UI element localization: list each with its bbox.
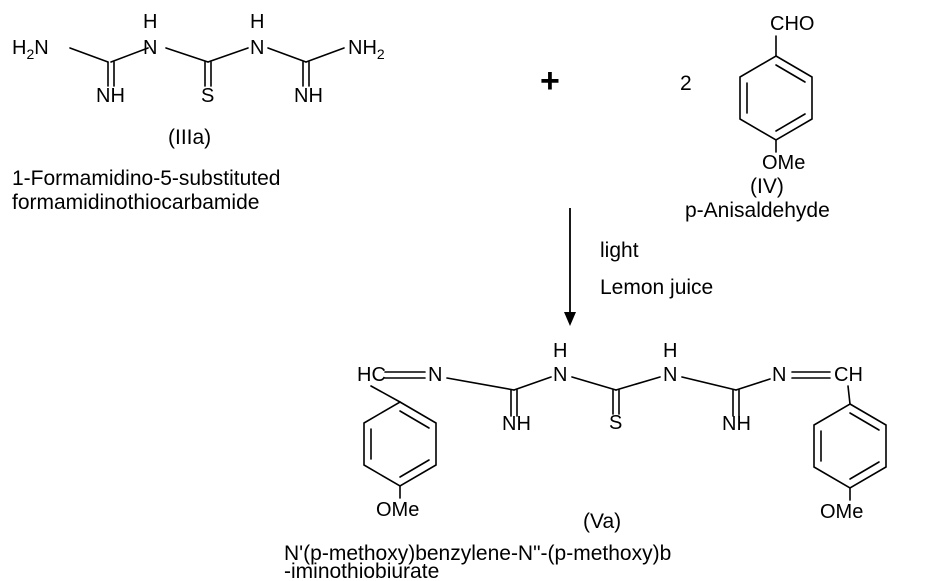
atom-h-n1: H (553, 340, 567, 362)
bond-c2-nh2 (305, 47, 345, 63)
benzene-ring-iv (739, 55, 813, 141)
atom-s: S (201, 85, 214, 107)
atom-n2: N (250, 37, 264, 59)
atom-cho: CHO (770, 13, 814, 35)
atom-nh-right: NH (722, 413, 751, 435)
atom-nh-left: NH (96, 85, 125, 107)
atom-nh-right: NH (294, 85, 323, 107)
atom-h-n2: H (663, 340, 677, 362)
atom-ch-right: CH (834, 364, 863, 386)
nh2-subscript: 2 (377, 46, 385, 62)
ring-iv-inner-bond-3 (775, 113, 806, 132)
atom-n1: N (553, 364, 567, 386)
product-va-id: (Va) (583, 510, 621, 533)
condition-light: light (600, 239, 639, 262)
reactant-iv-id: (IV) (750, 175, 784, 198)
bond-c1-n1 (513, 376, 552, 391)
atom-s: S (609, 412, 622, 434)
h2n-h: H (12, 37, 26, 59)
atom-h2n-left: H2N (12, 37, 49, 62)
reactant-iv-name: p-Anisaldehyde (685, 199, 830, 222)
atom-ome-iv: OMe (762, 152, 805, 174)
h2n-n: N (34, 37, 48, 59)
atom-nh-left: NH (502, 413, 531, 435)
ring-right-inner-bond-3 (849, 461, 880, 480)
bond-n1-cs (165, 47, 209, 63)
bond-c1-n1 (110, 47, 149, 63)
ring-left-inner-bond-3 (399, 459, 430, 478)
atom-h-n1: H (143, 11, 157, 33)
reactant-iiia-structure: H2N NH H N S H N NH NH2 (12, 11, 385, 107)
reactant-iv-structure: CHO OMe (739, 13, 814, 174)
bond-n2-c2 (681, 376, 737, 391)
product-va-name-line1: N'(p-methoxy)benzylene-N"-(p-methoxy)b (284, 542, 671, 565)
ring-iv-inner-bond-1 (775, 64, 806, 83)
atom-n-imine-right: N (772, 364, 786, 386)
reactant-iiia-id: (IIIa) (168, 126, 211, 149)
nh2-nh: NH (348, 37, 377, 59)
product-va-name-line2: -iminothiobiurate (284, 560, 439, 581)
bond-cs-n2 (615, 376, 661, 391)
arrow-head (564, 312, 576, 326)
h2n-subscript: 2 (26, 46, 34, 62)
bond-h2n-c1 (69, 47, 109, 63)
ring-left-inner-bond-1 (399, 410, 430, 429)
bond-n2-c2 (267, 47, 307, 63)
bond-c2-n-imine (735, 378, 771, 391)
atom-n1: N (143, 37, 157, 59)
plus-sign: + (540, 62, 560, 100)
atom-n2: N (663, 364, 677, 386)
bond-n-c1 (446, 377, 515, 391)
reactant-iv-coefficient: 2 (680, 72, 692, 95)
atom-n-imine-left: N (428, 364, 442, 386)
condition-lemon-juice: Lemon juice (600, 276, 713, 299)
reactant-iiia-name-line2: formamidinothiocarbamide (12, 191, 259, 214)
bond-n1-cs (571, 376, 617, 391)
benzene-ring-right (813, 403, 887, 489)
atom-ome-right: OMe (820, 501, 863, 523)
bond-ch-right-ring (847, 385, 851, 405)
product-va-structure: HC N NH H N S H N NH N CH OMe (357, 340, 887, 523)
atom-nh2-right: NH2 (348, 37, 385, 62)
ring-right-inner-bond-1 (849, 412, 880, 431)
bond-hc-left-ring (370, 385, 401, 403)
bond-cs-n2 (207, 47, 249, 63)
reaction-arrow (564, 208, 576, 326)
benzene-ring-left (363, 401, 437, 487)
atom-h-n2: H (250, 11, 264, 33)
atom-ome-left: OMe (376, 499, 419, 521)
reactant-iiia-name-line1: 1-Formamidino-5-substituted (12, 167, 280, 190)
atom-hc-left: HC (357, 364, 386, 386)
